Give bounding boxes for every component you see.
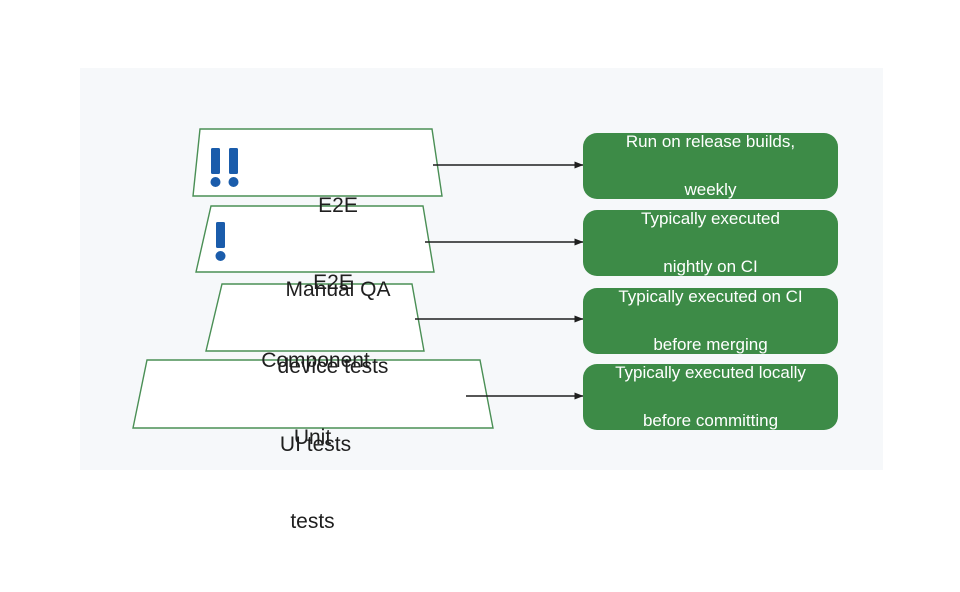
pyramid-level-e2e-manual-qa[interactable] (192, 128, 443, 197)
pyramid-level-component-ui-tests[interactable] (205, 283, 425, 352)
callout-box-unit-tests[interactable] (583, 364, 838, 430)
exclamation-icon (215, 222, 226, 261)
callout-box-component-ui-tests[interactable] (583, 288, 838, 354)
pyramid-level-e2e-device-tests[interactable] (195, 205, 435, 273)
callout-box-e2e-manual-qa[interactable] (583, 133, 838, 199)
double-exclamation-icon (210, 148, 239, 187)
pyramid-level-unit-tests[interactable] (132, 359, 494, 429)
callout-box-e2e-device-tests[interactable] (583, 210, 838, 276)
diagram-canvas: E2E Manual QA E2E device tests Component… (132, 128, 838, 533)
test-pyramid-diagram (132, 128, 838, 430)
